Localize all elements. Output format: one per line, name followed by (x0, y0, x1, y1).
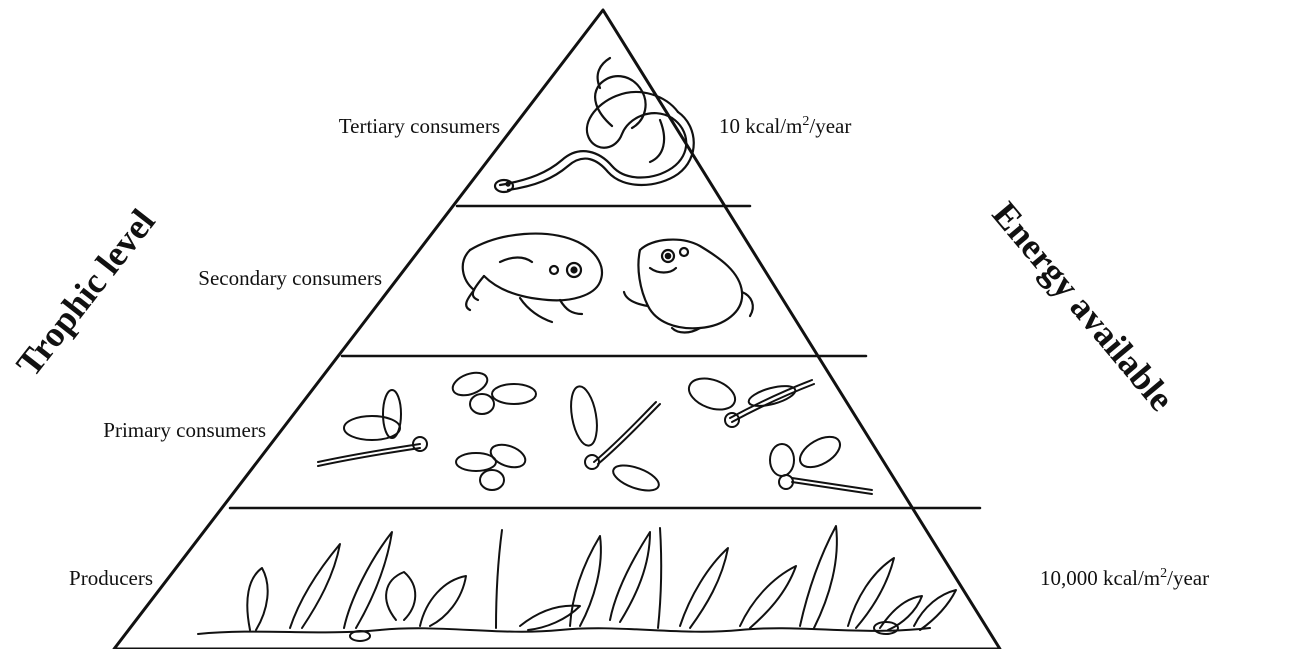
ground-line (198, 628, 930, 634)
snake-icon (495, 58, 694, 192)
snake-head (495, 180, 513, 192)
pyramid-outline (114, 10, 1000, 649)
plant-icon (198, 526, 956, 641)
frog-icon (463, 234, 753, 333)
fly-1 (450, 368, 536, 414)
dragonfly-4 (770, 431, 872, 494)
insect-icon (318, 368, 872, 495)
trophic-level-label: Trophic level (8, 202, 162, 384)
pyramid (114, 10, 1000, 649)
energy-label-tertiary: 10 kcal/m2/year (719, 114, 851, 138)
dragonfly-2 (567, 384, 662, 495)
level-labels: Tertiary consumers Secondary consumers P… (69, 114, 500, 590)
level-label-primary: Primary consumers (103, 418, 266, 442)
level-label-tertiary: Tertiary consumers (339, 114, 500, 138)
dragonfly-1 (318, 390, 427, 466)
fly-2 (456, 440, 528, 490)
energy-available-label: Energy available (985, 194, 1182, 418)
level-label-producers: Producers (69, 566, 153, 590)
level-label-secondary: Secondary consumers (198, 266, 382, 290)
energy-label-producers: 10,000 kcal/m2/year (1040, 566, 1209, 590)
frog-right (624, 240, 753, 333)
frog-left (463, 234, 602, 322)
dragonfly-3 (685, 373, 814, 427)
